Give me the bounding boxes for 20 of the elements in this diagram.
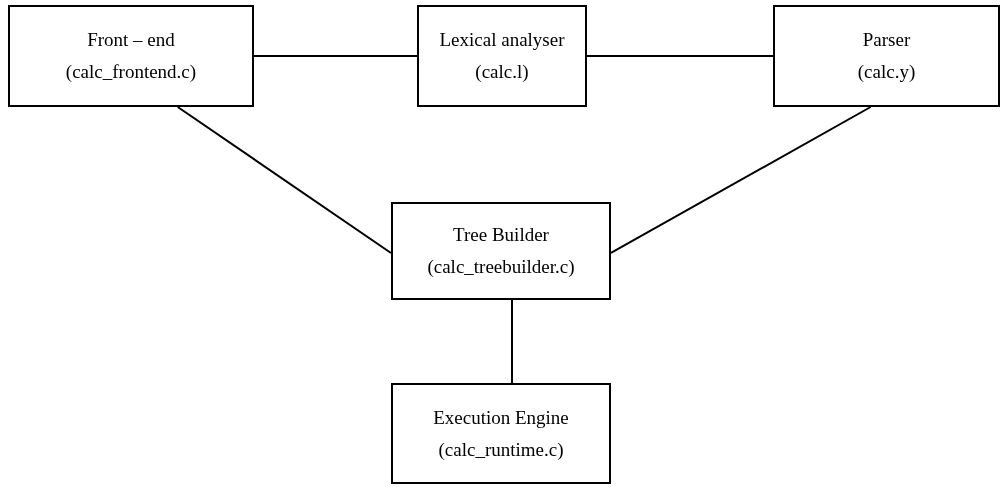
file-name: (calc_frontend.c) xyxy=(65,61,197,83)
connector-line xyxy=(176,106,392,254)
module-name: Front – end xyxy=(87,29,175,51)
file-name: (calc_runtime.c) xyxy=(438,438,564,461)
module-name: Parser xyxy=(862,29,911,51)
connector-line xyxy=(511,299,513,384)
file-name: (calc.l) xyxy=(475,61,529,83)
module-box xyxy=(417,5,587,107)
connector-line xyxy=(610,106,872,254)
module-name: Execution Engine xyxy=(433,406,569,429)
module-name: Lexical analyser xyxy=(439,29,565,51)
module-box xyxy=(391,383,611,484)
module-name: Tree Builder xyxy=(453,224,549,246)
module-box xyxy=(391,202,611,300)
connector-line xyxy=(253,55,418,57)
file-name: (calc_treebuilder.c) xyxy=(427,256,575,278)
file-name: (calc.y) xyxy=(857,61,916,83)
module-box xyxy=(8,5,254,107)
connector-line xyxy=(586,55,774,57)
module-box xyxy=(773,5,1000,107)
